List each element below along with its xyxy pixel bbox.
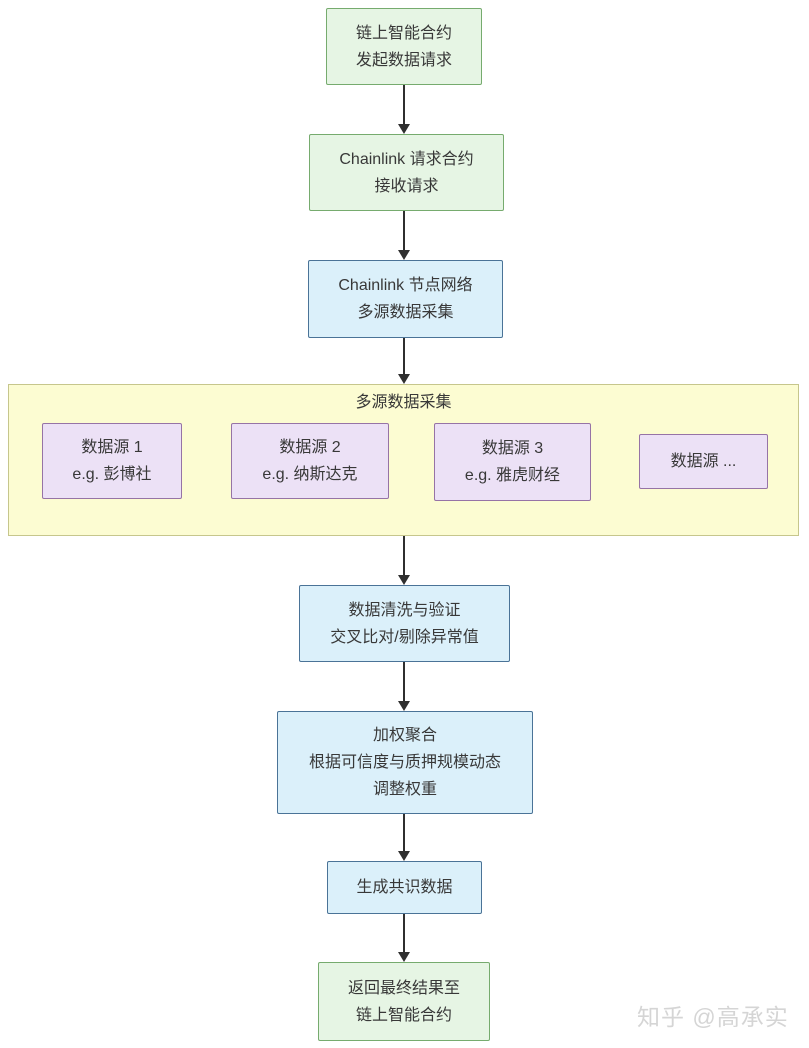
node-data-cleaning: 数据清洗与验证 交叉比对/剔除异常值 xyxy=(299,585,510,662)
arrow-shaft xyxy=(403,85,405,126)
zhihu-watermark: 知乎 @高承实 xyxy=(637,1004,789,1030)
arrow-head-icon xyxy=(398,851,410,861)
node-data-source-3: 数据源 3 e.g. 雅虎财经 xyxy=(434,423,591,501)
arrow-shaft xyxy=(403,338,405,376)
node-chainlink-node-network: Chainlink 节点网络 多源数据采集 xyxy=(308,260,503,338)
node-text-line: 数据源 ... xyxy=(670,453,737,470)
multi-source-cluster: 多源数据采集 数据源 1 e.g. 彭博社 数据源 2 e.g. 纳斯达克 数据… xyxy=(8,384,799,536)
node-text-line: e.g. 雅虎财经 xyxy=(464,467,561,484)
arrow-shaft xyxy=(403,211,405,252)
node-text-line: 加权聚合 xyxy=(372,727,437,744)
node-text-line: 接收请求 xyxy=(374,177,439,195)
node-data-source-1: 数据源 1 e.g. 彭博社 xyxy=(42,423,182,499)
node-text-line: 交叉比对/剔除异常值 xyxy=(330,628,479,646)
flow-arrow xyxy=(397,662,411,711)
flow-arrow xyxy=(397,814,411,861)
flow-arrow xyxy=(397,536,411,585)
node-return-result: 返回最终结果至 链上智能合约 xyxy=(318,962,490,1041)
arrow-shaft xyxy=(403,662,405,703)
node-data-source-more: 数据源 ... xyxy=(639,434,768,489)
arrow-shaft xyxy=(403,914,405,954)
node-text-line: Chainlink 请求合约 xyxy=(339,150,474,168)
node-text-line: 根据可信度与质押规模动态 xyxy=(308,754,501,771)
flow-arrow xyxy=(397,914,411,962)
node-smart-contract-request: 链上智能合约 发起数据请求 xyxy=(326,8,482,85)
node-text-line: 调整权重 xyxy=(372,781,437,798)
node-text-line: 返回最终结果至 xyxy=(347,979,460,997)
flow-arrow xyxy=(397,338,411,384)
node-text-line: 生成共识数据 xyxy=(356,879,453,896)
flow-arrow xyxy=(397,85,411,134)
arrow-shaft xyxy=(403,536,405,577)
node-text-line: 多源数据采集 xyxy=(357,304,454,321)
node-text-line: 数据源 3 xyxy=(481,440,544,457)
arrow-head-icon xyxy=(398,701,410,711)
node-weighted-aggregation: 加权聚合 根据可信度与质押规模动态 调整权重 xyxy=(277,711,533,814)
arrow-head-icon xyxy=(398,374,410,384)
node-consensus-data: 生成共识数据 xyxy=(327,861,482,914)
node-text-line: 数据源 2 xyxy=(279,439,341,456)
flow-arrow xyxy=(397,211,411,260)
arrow-head-icon xyxy=(398,250,410,260)
arrow-head-icon xyxy=(398,575,410,585)
node-data-source-2: 数据源 2 e.g. 纳斯达克 xyxy=(231,423,389,499)
node-text-line: 发起数据请求 xyxy=(355,51,452,69)
node-text-line: 数据源 1 xyxy=(81,439,143,456)
node-text-line: 数据清洗与验证 xyxy=(348,601,461,619)
arrow-shaft xyxy=(403,814,405,853)
arrow-head-icon xyxy=(398,952,410,962)
node-text-line: 链上智能合约 xyxy=(355,1006,452,1024)
cluster-label: 多源数据采集 xyxy=(355,394,452,411)
node-text-line: Chainlink 节点网络 xyxy=(338,277,473,294)
arrow-head-icon xyxy=(398,124,410,134)
node-text-line: 链上智能合约 xyxy=(355,24,452,42)
node-text-line: e.g. 彭博社 xyxy=(72,466,152,483)
node-chainlink-request-contract: Chainlink 请求合约 接收请求 xyxy=(309,134,504,211)
node-text-line: e.g. 纳斯达克 xyxy=(262,466,358,483)
